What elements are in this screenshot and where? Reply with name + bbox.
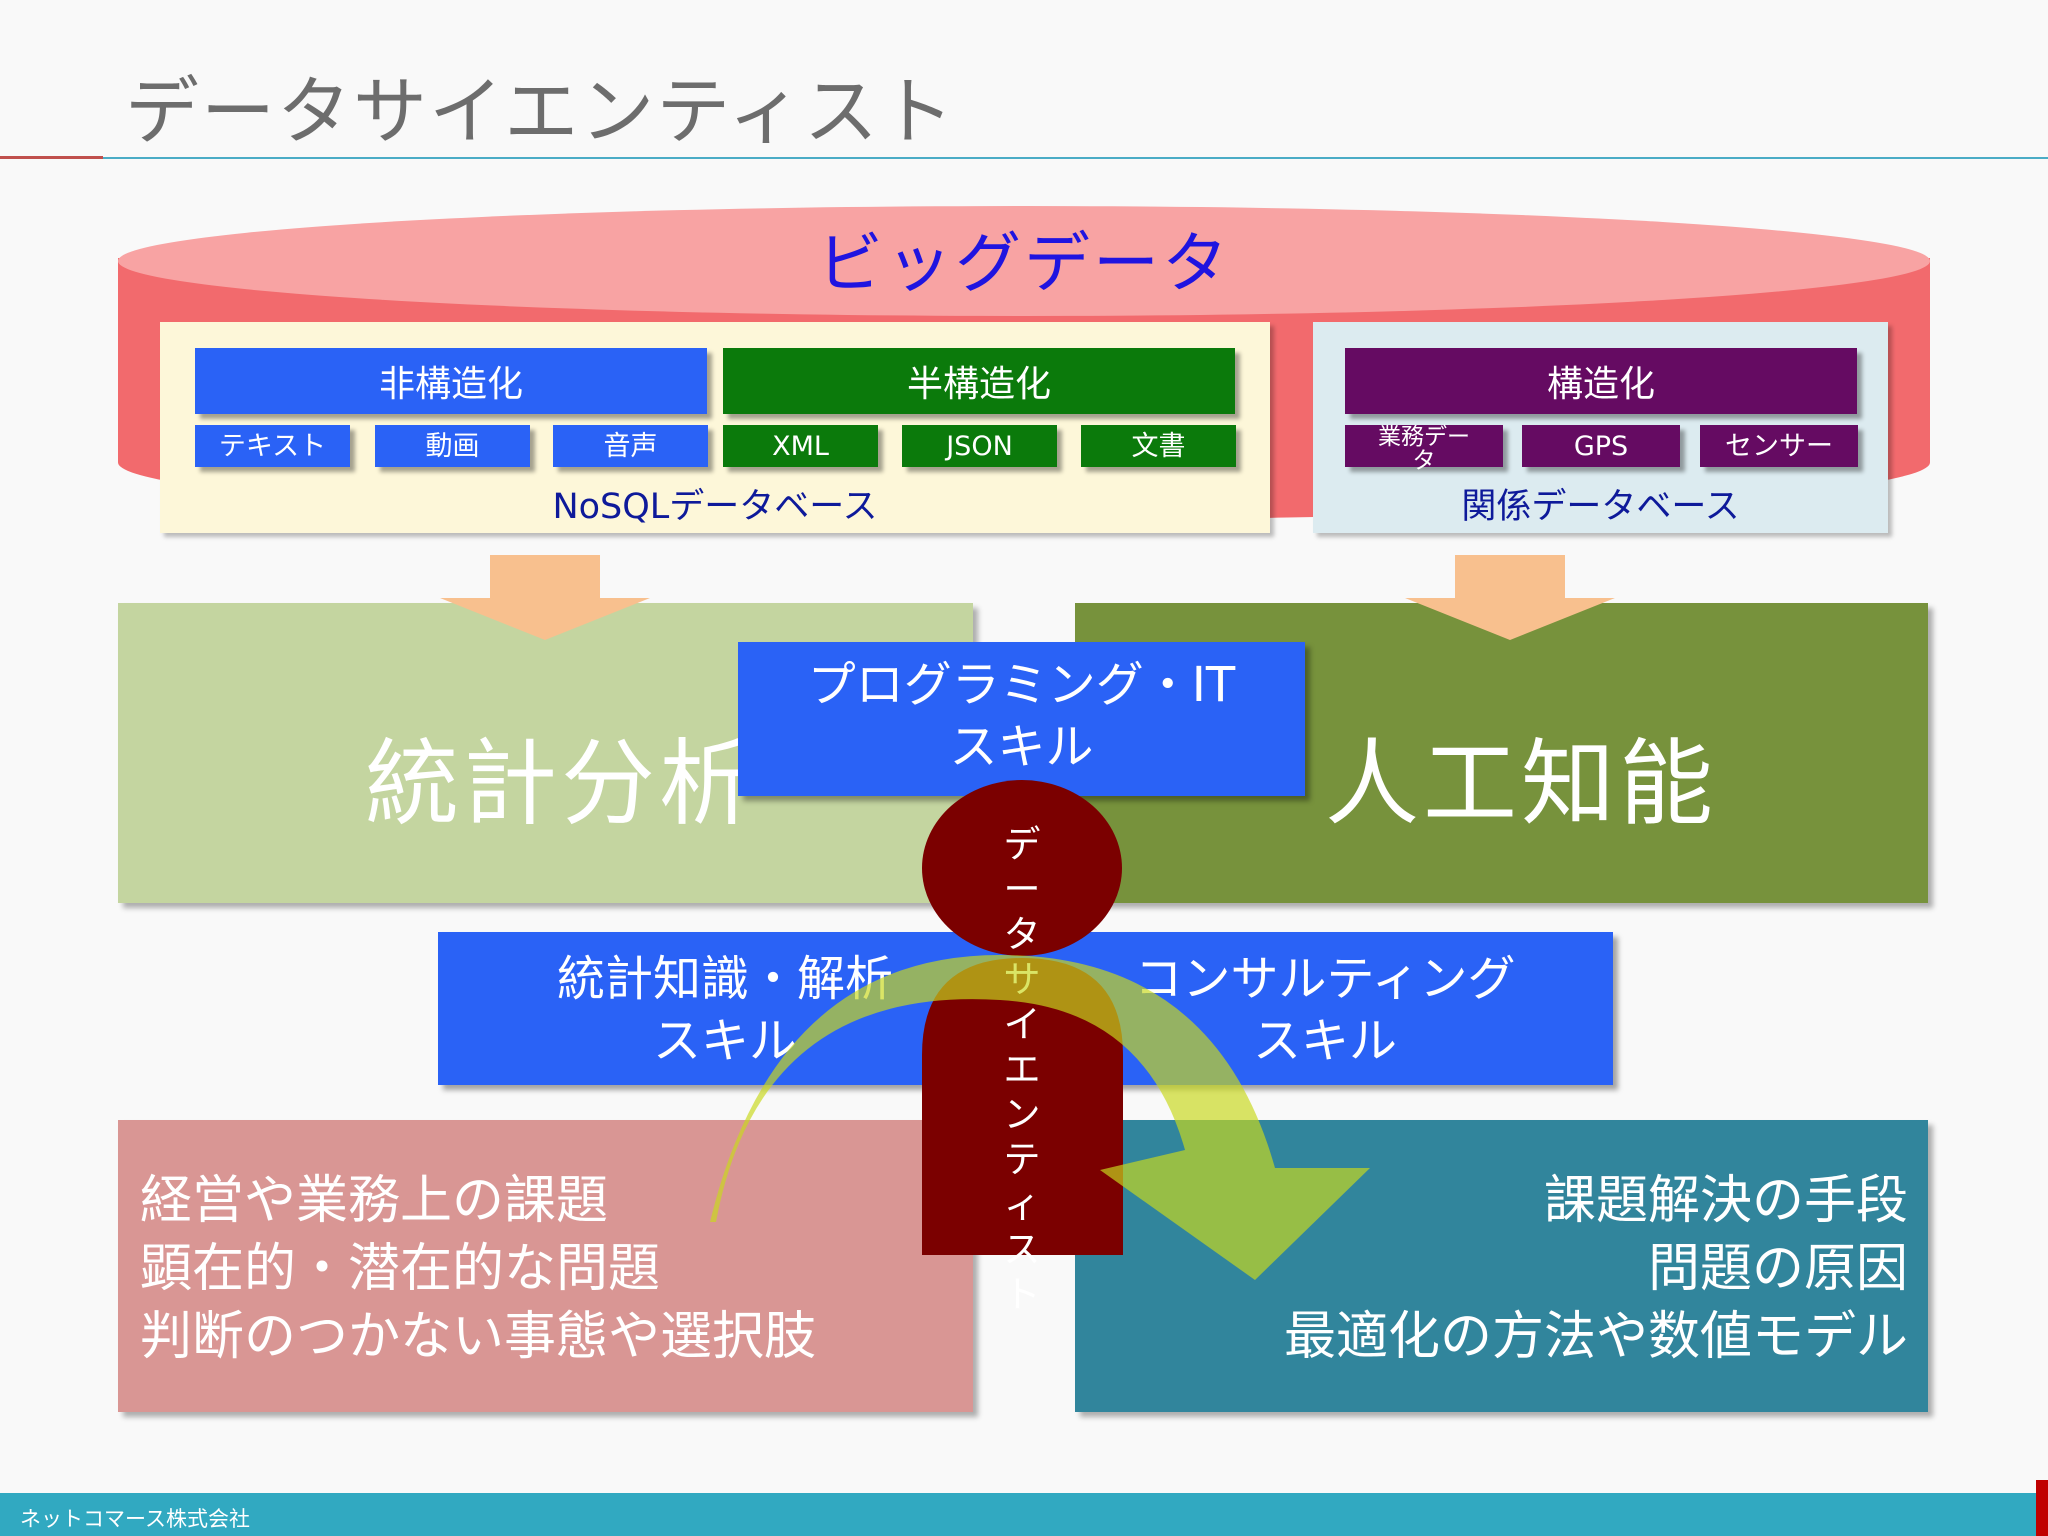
big-data-title: ビッグデータ (817, 225, 1231, 302)
programming-skill: プログラミング・IT スキル (738, 642, 1305, 796)
item-gps: GPS (1522, 425, 1680, 467)
title-divider-accent (0, 156, 103, 159)
slide-title: データサイエンティスト (125, 69, 956, 155)
item-documents: 文書 (1081, 425, 1236, 467)
footer-bar (0, 1493, 2048, 1536)
item-text: テキスト (195, 425, 350, 467)
item-video: 動画 (375, 425, 530, 467)
statistics-label: 統計分析 (365, 730, 758, 839)
data-scientist-label: データサイエンティスト (1003, 823, 1041, 1316)
item-sensor: センサー (1700, 425, 1858, 467)
problems-box (118, 1120, 973, 1412)
down-arrow-icon (1405, 555, 1615, 640)
consulting-skill: コンサルティング スキル (1134, 951, 1516, 1069)
title-divider (103, 157, 2048, 159)
solution-item: 課題解決の手段 (1543, 1171, 1908, 1231)
relational-label: 関係データベース (1461, 487, 1740, 527)
category-semi-structured: 半構造化 (723, 348, 1235, 414)
nosql-label: NoSQLデータベース (552, 487, 878, 527)
statistics-skill: 統計知識・解析 スキル (556, 951, 893, 1069)
company-name: ネットコマース株式会社 (20, 1507, 250, 1531)
data-scientist-figure (922, 780, 1123, 1255)
problem-item: 経営や業務上の課題 (140, 1171, 609, 1231)
category-unstructured: 非構造化 (195, 348, 707, 414)
solution-item: 問題の原因 (1647, 1239, 1908, 1299)
down-arrow-icon (440, 555, 650, 640)
item-business-data: 業務デー タ (1345, 425, 1503, 473)
item-json: JSON (902, 425, 1057, 467)
ai-label: 人工知能 (1325, 730, 1718, 839)
item-audio: 音声 (553, 425, 708, 467)
solution-item: 最適化の方法や数値モデル (1283, 1307, 1908, 1367)
item-xml: XML (723, 425, 878, 467)
problem-item: 顕在的・潜在的な問題 (140, 1239, 661, 1299)
footer-accent (2036, 1480, 2048, 1536)
big-data-cylinder-top (118, 206, 1930, 316)
problem-item: 判断のつかない事態や選択肢 (140, 1307, 817, 1367)
category-structured: 構造化 (1345, 348, 1857, 414)
